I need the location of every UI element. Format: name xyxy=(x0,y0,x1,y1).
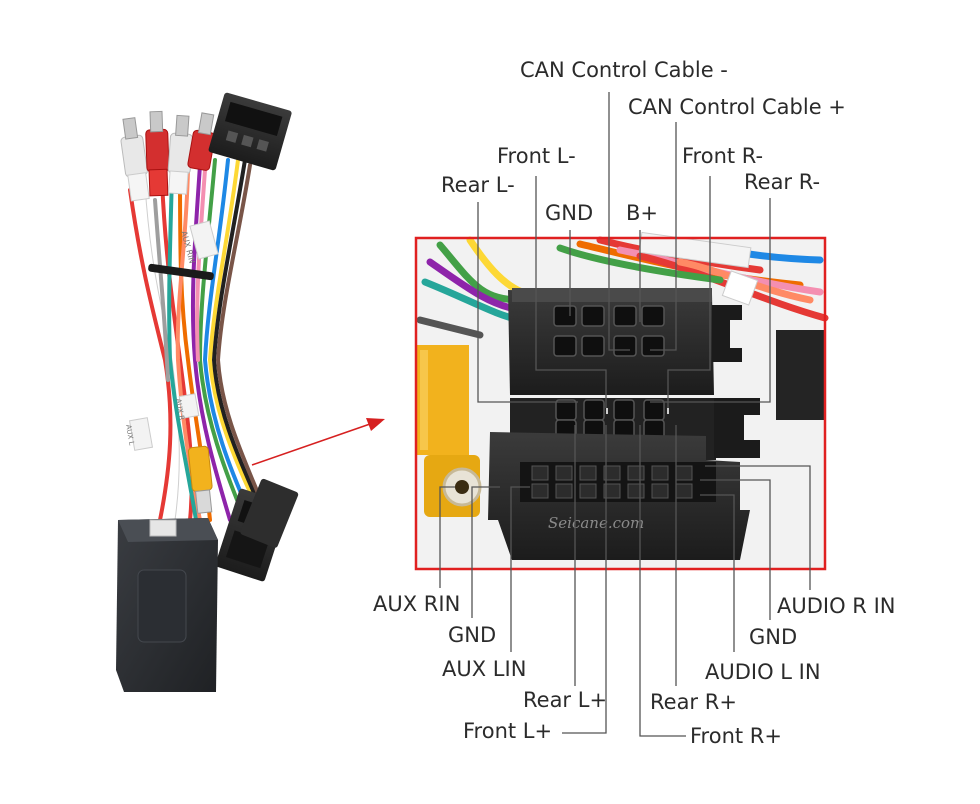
closeup-yellow-rca xyxy=(417,345,482,517)
label-front-l-minus: Front L- xyxy=(497,144,576,168)
label-audio-r-in: AUDIO R IN xyxy=(777,594,896,618)
yellow-rca xyxy=(187,445,213,514)
can-decoder-box xyxy=(116,518,218,692)
label-aux-lin: AUX LIN xyxy=(442,657,527,681)
label-b-plus: B+ xyxy=(626,201,659,225)
label-audio-l-in: AUDIO L IN xyxy=(705,660,821,684)
pointer-arrow xyxy=(251,418,385,466)
label-can-control-cable-minus: CAN Control Cable - xyxy=(520,58,728,82)
label-gnd-right: GND xyxy=(749,625,798,649)
label-rear-r-plus: Rear R+ xyxy=(650,690,737,714)
label-rear-l-minus: Rear L- xyxy=(441,173,515,197)
closeup-connector-lower: Seicane.com xyxy=(488,432,750,560)
closeup-photo: Seicane.com xyxy=(414,231,829,571)
label-rear-l-plus: Rear L+ xyxy=(523,688,608,712)
label-aux-rin: AUX RIN xyxy=(373,592,461,616)
label-front-r-plus: Front R+ xyxy=(690,724,782,748)
label-front-l-plus: Front L+ xyxy=(463,719,553,743)
label-gnd-top: GND xyxy=(545,201,594,225)
iso-plug-top xyxy=(208,92,292,171)
rca-plugs xyxy=(120,110,216,202)
highlight-frame xyxy=(414,236,827,571)
harness-illustration xyxy=(116,92,299,692)
watermark-text: Seicane.com xyxy=(548,514,644,532)
label-can-control-cable-plus: CAN Control Cable + xyxy=(628,95,846,119)
label-front-r-minus: Front R- xyxy=(682,144,764,168)
leader-lines xyxy=(439,92,811,737)
label-gnd-left: GND xyxy=(448,623,497,647)
label-rear-r-minus: Rear R- xyxy=(744,170,821,194)
